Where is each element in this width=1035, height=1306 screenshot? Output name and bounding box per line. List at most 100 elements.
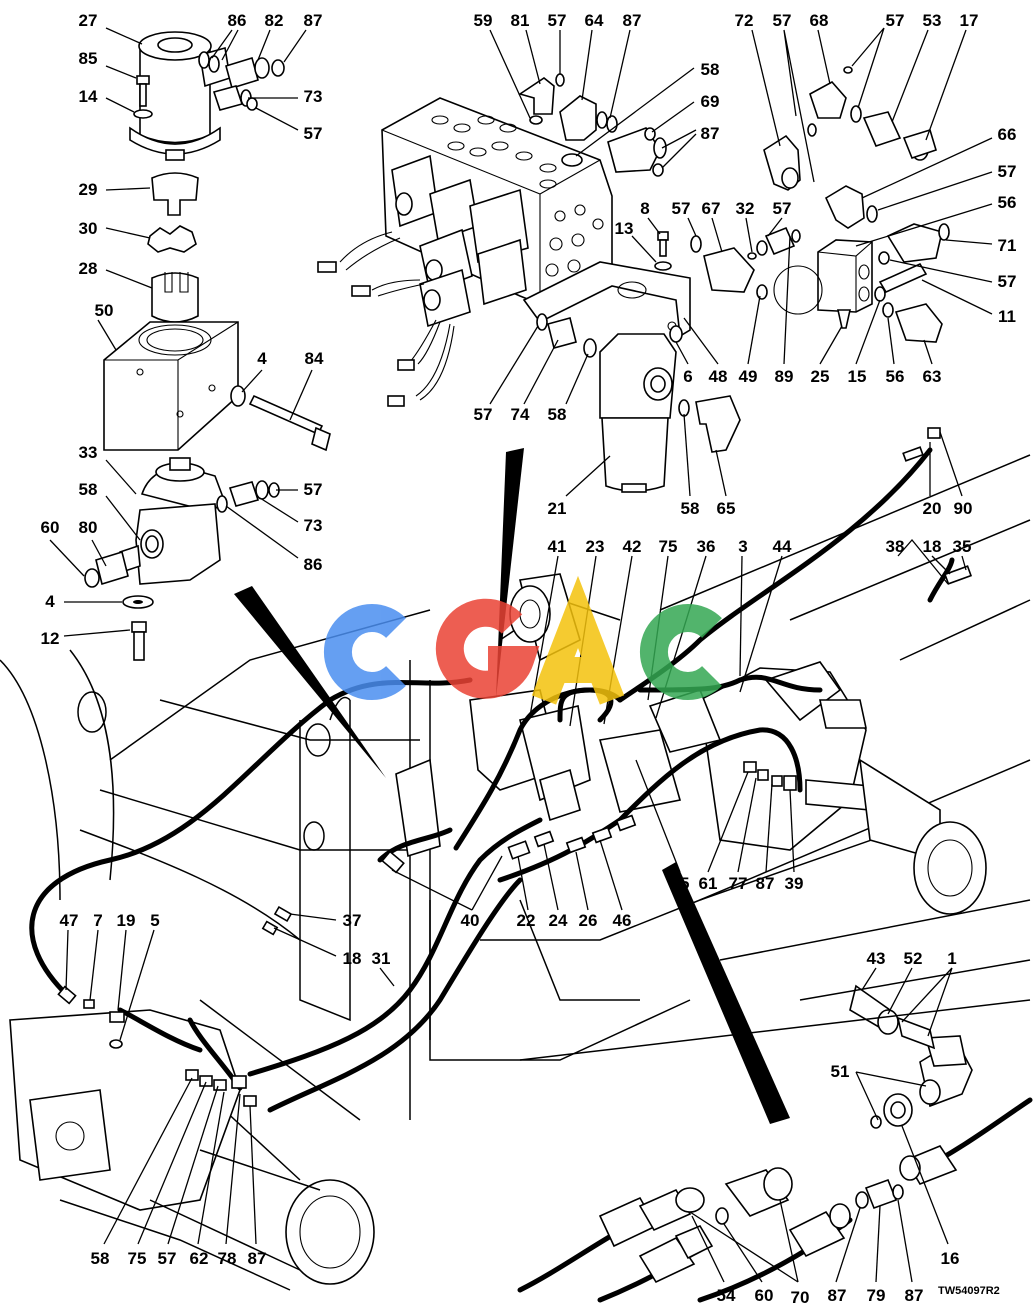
callout-87: 87 bbox=[623, 11, 642, 30]
bolt-12 bbox=[131, 621, 147, 661]
wedge-right bbox=[662, 862, 790, 1124]
callout-57: 57 bbox=[474, 405, 493, 424]
callout-86: 86 bbox=[228, 11, 247, 30]
callout-58: 58 bbox=[548, 405, 567, 424]
callout-42: 42 bbox=[623, 537, 642, 556]
callout-57: 57 bbox=[998, 162, 1017, 181]
callout-30: 30 bbox=[79, 219, 98, 238]
bolt-85 bbox=[136, 75, 150, 107]
callout-74: 74 bbox=[511, 405, 530, 424]
callout-61: 61 bbox=[699, 874, 718, 893]
hose-42 bbox=[557, 687, 614, 723]
callout-85: 85 bbox=[79, 49, 98, 68]
hose-22 bbox=[267, 877, 523, 1113]
callout-58: 58 bbox=[91, 1249, 110, 1268]
callout-71: 71 bbox=[998, 236, 1017, 255]
callout-14: 14 bbox=[79, 87, 98, 106]
callout-31: 31 bbox=[372, 949, 391, 968]
callout-62: 62 bbox=[190, 1249, 209, 1268]
callout-58: 58 bbox=[681, 499, 700, 518]
callout-13: 13 bbox=[615, 219, 634, 238]
callout-18: 18 bbox=[343, 949, 362, 968]
callout-87: 87 bbox=[304, 11, 323, 30]
wedge-top bbox=[496, 448, 524, 698]
washer-6 bbox=[669, 325, 683, 343]
callout-78: 78 bbox=[218, 1249, 237, 1268]
callout-32: 32 bbox=[736, 199, 755, 218]
wedge-left bbox=[234, 586, 386, 778]
callout-82: 82 bbox=[265, 11, 284, 30]
return-filter-21 bbox=[536, 313, 741, 493]
callout-39: 39 bbox=[785, 874, 804, 893]
callout-63: 63 bbox=[923, 367, 942, 386]
callout-4: 4 bbox=[45, 592, 55, 611]
callout-54: 54 bbox=[717, 1286, 736, 1305]
callout-57: 57 bbox=[773, 199, 792, 218]
pump-fittings-upper bbox=[198, 51, 285, 111]
callout-4: 4 bbox=[257, 349, 267, 368]
rear-axle-housing bbox=[9, 1009, 375, 1291]
callout-56: 56 bbox=[886, 367, 905, 386]
callout-87: 87 bbox=[828, 1286, 847, 1305]
callout-57: 57 bbox=[672, 199, 691, 218]
callout-40: 40 bbox=[461, 911, 480, 930]
callout-86: 86 bbox=[304, 555, 323, 574]
callout-20: 20 bbox=[923, 499, 942, 518]
callout-87: 87 bbox=[701, 124, 720, 143]
callout-81: 81 bbox=[511, 11, 530, 30]
bolt-84 bbox=[248, 394, 331, 452]
callout-47: 47 bbox=[60, 911, 79, 930]
callout-37: 37 bbox=[343, 911, 362, 930]
washer-14 bbox=[133, 109, 153, 119]
callout-46: 46 bbox=[613, 911, 632, 930]
solenoid-coils bbox=[391, 154, 529, 328]
callout-45: 45 bbox=[671, 874, 690, 893]
callout-5: 5 bbox=[150, 911, 159, 930]
auxiliary-valves-right bbox=[690, 66, 950, 343]
callout-7: 7 bbox=[93, 911, 102, 930]
callout-35: 35 bbox=[953, 537, 972, 556]
callout-11: 11 bbox=[998, 307, 1016, 326]
callout-33: 33 bbox=[79, 443, 98, 462]
callout-57: 57 bbox=[304, 124, 323, 143]
callout-3: 3 bbox=[738, 537, 747, 556]
callout-23: 23 bbox=[586, 537, 605, 556]
washer-13 bbox=[654, 261, 672, 271]
callout-57: 57 bbox=[886, 11, 905, 30]
callout-58: 58 bbox=[79, 480, 98, 499]
callout-53: 53 bbox=[923, 11, 942, 30]
callout-29: 29 bbox=[79, 180, 98, 199]
callout-72: 72 bbox=[735, 11, 754, 30]
callout-1: 1 bbox=[947, 949, 956, 968]
callout-17: 17 bbox=[960, 11, 979, 30]
callout-87: 87 bbox=[756, 874, 775, 893]
hose-end-detail bbox=[517, 959, 1033, 1303]
callout-70: 70 bbox=[791, 1288, 810, 1306]
callout-8: 8 bbox=[640, 199, 649, 218]
callout-49: 49 bbox=[739, 367, 758, 386]
callout-38: 38 bbox=[886, 537, 905, 556]
callout-60: 60 bbox=[755, 1286, 774, 1305]
leader-lines bbox=[49, 27, 993, 1283]
washer-4 bbox=[230, 385, 246, 407]
callout-6: 6 bbox=[683, 367, 692, 386]
coupling-half-28 bbox=[151, 272, 199, 323]
callout-52: 52 bbox=[904, 949, 923, 968]
callout-57: 57 bbox=[304, 480, 323, 499]
callout-48: 48 bbox=[709, 367, 728, 386]
callout-84: 84 bbox=[305, 349, 324, 368]
control-valve-manifold bbox=[317, 97, 691, 407]
callout-77: 77 bbox=[729, 874, 748, 893]
callout-58: 58 bbox=[701, 60, 720, 79]
callout-75: 75 bbox=[128, 1249, 147, 1268]
callout-89: 89 bbox=[775, 367, 794, 386]
callout-64: 64 bbox=[585, 11, 604, 30]
callout-43: 43 bbox=[867, 949, 886, 968]
hose-38 bbox=[927, 557, 955, 603]
callout-28: 28 bbox=[79, 259, 98, 278]
drive-motor-housing bbox=[129, 31, 231, 161]
callout-22: 22 bbox=[517, 911, 536, 930]
callout-19: 19 bbox=[117, 911, 136, 930]
callout-69: 69 bbox=[701, 92, 720, 111]
